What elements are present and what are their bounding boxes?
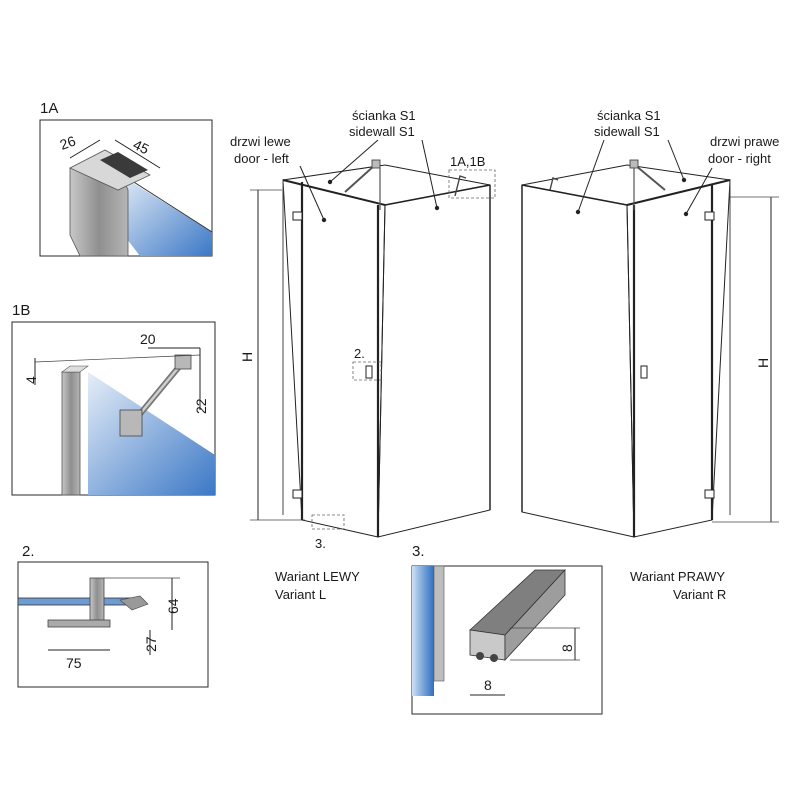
left-ref-1a1b: 1A,1B — [450, 154, 485, 169]
detail-1a: 1A 26 45 — [39, 100, 213, 257]
right-caption-pl: Wariant PRAWY — [630, 569, 725, 584]
left-height-label: H — [239, 352, 255, 362]
detail-3: 3. 8 8 — [411, 543, 603, 715]
detail-1b-dim-4: 4 — [23, 376, 39, 384]
detail-1a-glass — [120, 175, 212, 256]
left-hinge-bottom — [292, 489, 303, 499]
detail-3-label: 3. — [412, 543, 425, 560]
left-top-wall-rail — [384, 184, 491, 206]
detail-3-gasket-lip-2 — [490, 654, 498, 662]
right-door-leader — [685, 167, 713, 215]
right-stabilizer-mount — [629, 159, 639, 169]
right-sidewall-leader-2 — [667, 139, 685, 181]
detail-2-label: 2. — [22, 543, 35, 560]
right-hinge-bottom — [704, 489, 715, 499]
detail-2-glass — [17, 597, 139, 606]
left-wall-bracket — [454, 175, 467, 197]
right-sidewall-leader-1-dot — [575, 209, 581, 215]
left-door-label-pl: drzwi lewe — [230, 134, 291, 149]
right-variant-drawing: H ścianka S1 sidewall S1 drzwi prawe doo… — [521, 108, 779, 602]
detail-3-profile — [433, 565, 445, 682]
right-door-label-en: door - right — [708, 151, 771, 166]
right-sidewall-panel — [521, 184, 635, 538]
left-door-panel — [282, 179, 386, 538]
detail-2-handle-end — [119, 595, 149, 611]
left-sidewall-label-pl: ścianka S1 — [352, 108, 416, 123]
left-door-label-en: door - left — [234, 151, 289, 166]
right-wall-bracket — [549, 177, 559, 191]
detail-3-gasket-lip-1 — [476, 652, 484, 660]
detail-1b-dim-22: 22 — [193, 398, 209, 414]
left-sidewall-panel — [377, 184, 491, 538]
left-caption-en: Variant L — [275, 587, 326, 602]
detail-3-gasket-front — [469, 629, 506, 661]
left-door-leader-dot — [321, 217, 327, 223]
left-sidewall-leader-1-dot — [327, 179, 333, 185]
detail-3-dim-w: 8 — [484, 677, 492, 693]
left-door-leader — [299, 165, 325, 221]
right-caption-en: Variant R — [673, 587, 726, 602]
detail-1b-label: 1B — [12, 302, 30, 319]
right-stabilizer-bar — [634, 164, 666, 191]
right-top-outline — [521, 164, 731, 206]
detail-2-dim-27: 27 — [143, 636, 159, 652]
left-door-handle — [365, 365, 373, 379]
left-ref-2: 2. — [354, 346, 365, 361]
detail-2-dim-64: 64 — [165, 598, 181, 614]
detail-1b: 1B 20 4 22 — [11, 302, 216, 496]
right-hinge-top — [704, 211, 715, 221]
left-callout-3-box — [311, 514, 345, 530]
detail-2-base — [47, 619, 111, 628]
right-height-label: H — [755, 358, 771, 368]
detail-1a-dim-line-45 — [114, 139, 161, 169]
detail-1a-dim-45: 45 — [131, 136, 152, 157]
detail-3-gasket-side — [504, 568, 566, 662]
detail-2-dim-75: 75 — [66, 655, 82, 671]
detail-3-dim-h: 8 — [559, 644, 575, 652]
detail-1b-wall-mount — [174, 354, 192, 370]
right-sidewall-label-en: sidewall S1 — [594, 124, 660, 139]
detail-2-frame — [17, 561, 209, 688]
right-door-label-pl: drzwi prawe — [710, 134, 779, 149]
right-door-panel — [626, 179, 731, 538]
detail-1a-dim-line-26 — [69, 139, 101, 159]
detail-2: 2. 64 27 75 — [17, 543, 209, 688]
left-sidewall-label-en: sidewall S1 — [349, 124, 415, 139]
detail-2-handle — [89, 577, 105, 626]
left-stabilizer-bar — [344, 164, 376, 193]
left-variant-drawing: H ścianka S1 sidewall S1 drzwi lewe — [230, 108, 496, 602]
left-caption-pl: Wariant LEWY — [275, 569, 360, 584]
left-hinge-top — [292, 211, 303, 221]
right-door-handle — [640, 365, 648, 379]
detail-1a-dim-26: 26 — [58, 132, 78, 152]
detail-1b-profile — [61, 371, 81, 496]
detail-1a-label: 1A — [40, 100, 58, 117]
left-stabilizer-mount — [371, 159, 381, 169]
left-top-outline — [282, 164, 491, 206]
left-callout-2-box — [352, 361, 382, 381]
detail-1a-slot — [100, 152, 148, 178]
detail-1b-dim-20: 20 — [140, 331, 156, 347]
detail-1a-post-top — [69, 149, 151, 191]
detail-1b-ref-line — [34, 354, 201, 363]
detail-1b-clamp — [119, 409, 143, 437]
left-sidewall-leader-2 — [421, 139, 438, 209]
left-sidewall-leader-1 — [329, 139, 379, 183]
right-sidewall-label-pl: ścianka S1 — [597, 108, 661, 123]
right-top-wall-rail — [521, 184, 628, 206]
detail-1b-bar-highlight — [134, 361, 184, 421]
right-sidewall-leader-1 — [577, 139, 605, 213]
detail-3-glass — [412, 566, 434, 696]
right-top-door-rail — [626, 179, 731, 206]
left-ref-3: 3. — [315, 536, 326, 551]
right-sidewall-leader-2-dot — [681, 177, 687, 183]
left-sidewall-leader-2-dot — [434, 205, 440, 211]
detail-1b-glass — [88, 372, 215, 495]
right-door-leader-dot — [683, 211, 689, 217]
left-top-door-rail — [282, 179, 386, 206]
left-callout-1a1b-box — [448, 169, 496, 199]
detail-1b-profile-top — [61, 365, 89, 373]
